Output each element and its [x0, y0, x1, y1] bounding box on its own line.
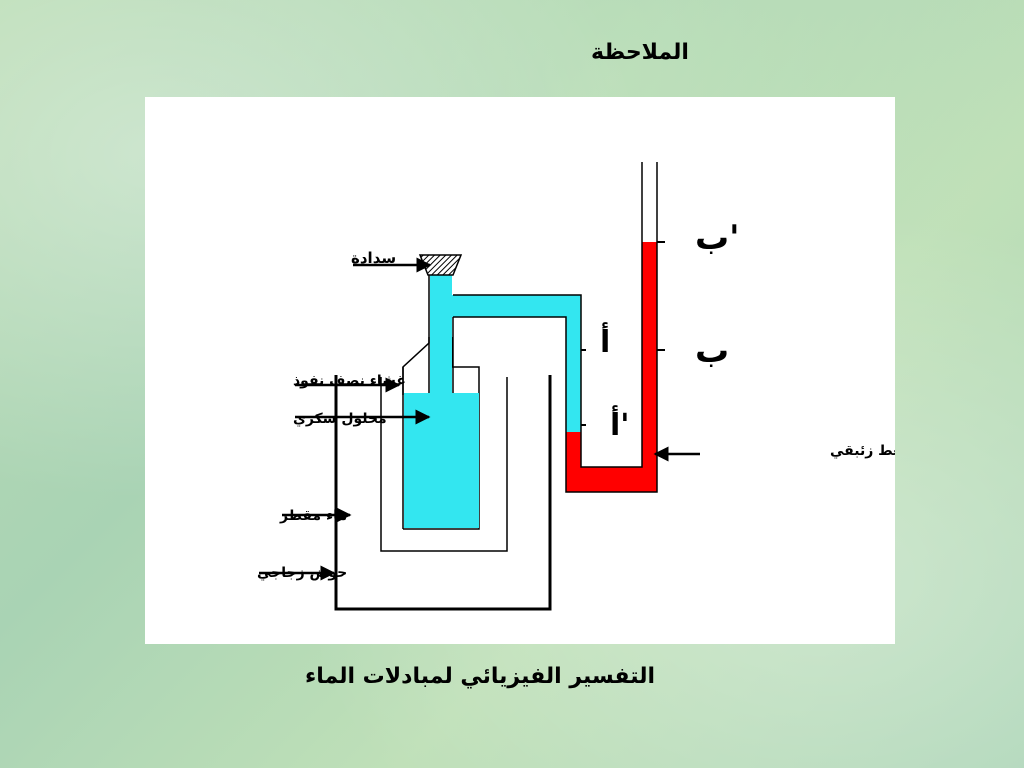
label-level-b-prime: 'ب — [695, 218, 740, 258]
label-distilled-water: ماء مقطر — [279, 508, 347, 524]
label-level-a: أ — [600, 322, 610, 360]
glass-basin — [334, 375, 552, 611]
label-stopper: سدادة — [351, 249, 396, 267]
slide-title: الملاحظة — [591, 40, 689, 65]
label-glass-basin: حوض زجاجي — [257, 565, 347, 581]
label-membrane: غشاء نصف نفوذ — [293, 373, 406, 389]
sugar-solution-neck — [430, 275, 452, 395]
slide-caption: التفسير الفيزيائي لمبادلات الماء — [304, 664, 656, 689]
label-sugar-solution: محلول سكري — [293, 411, 387, 428]
label-manometer: مقياس ضغط زئبقي — [830, 443, 895, 459]
manometer-tube — [565, 162, 658, 493]
label-level-b: ب — [695, 331, 729, 371]
inner-container — [380, 377, 508, 552]
osmometer-diagram: سدادة غشاء نصف نفوذ محلول سكري ماء مقطر … — [145, 97, 968, 644]
connecting-tube — [452, 295, 581, 432]
mercury-column — [566, 242, 657, 492]
label-level-a-prime: 'أ — [610, 405, 629, 443]
sugar-solution-bulb — [404, 393, 479, 528]
